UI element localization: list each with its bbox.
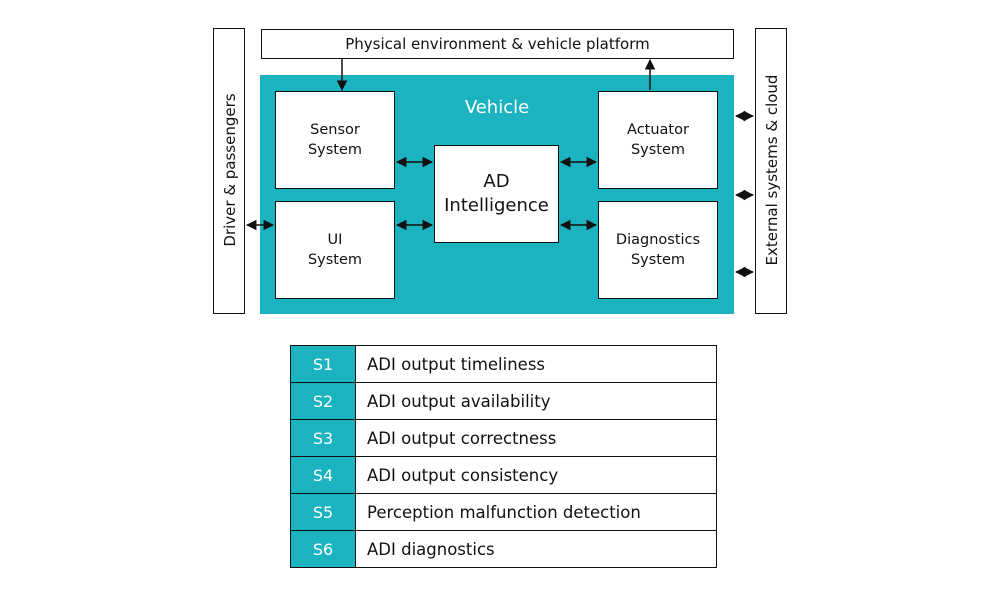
legend-table: S1 ADI output timeliness S2 ADI output a… — [290, 345, 717, 568]
legend-row: S2 ADI output availability — [290, 382, 717, 420]
legend-row: S6 ADI diagnostics — [290, 530, 717, 568]
legend-label: ADI output timeliness — [355, 345, 717, 383]
sensor-system-box: Sensor System — [275, 91, 395, 189]
sensor-label-1: Sensor — [310, 122, 360, 138]
platform-box: Physical environment & vehicle platform — [261, 29, 734, 59]
actuator-label-2: System — [630, 142, 686, 158]
legend-code: S6 — [290, 530, 356, 568]
legend-row: S1 ADI output timeliness — [290, 345, 717, 383]
platform-label: Physical environment & vehicle platform — [345, 34, 650, 53]
ad-label-2: Intelligence — [444, 195, 549, 216]
vehicle-label: Vehicle — [464, 97, 530, 118]
legend-label: ADI output consistency — [355, 456, 717, 494]
legend-code: S4 — [290, 456, 356, 494]
legend-row: S4 ADI output consistency — [290, 456, 717, 494]
diagnostics-system-box: Diagnostics System — [598, 201, 718, 299]
sensor-label-2: System — [307, 142, 363, 158]
legend-code: S2 — [290, 382, 356, 420]
diag-label-2: System — [630, 252, 686, 268]
legend-label: ADI output availability — [355, 382, 717, 420]
driver-passengers-box: Driver & passengers — [213, 28, 245, 314]
external-systems-box: External systems & cloud — [755, 28, 787, 314]
diag-label-1: Diagnostics — [615, 232, 701, 248]
ad-label-1: AD — [483, 171, 510, 192]
legend-label: ADI output correctness — [355, 419, 717, 457]
ui-label-1: UI — [327, 232, 343, 248]
legend-label: Perception malfunction detection — [355, 493, 717, 531]
actuator-label-1: Actuator — [627, 122, 689, 138]
legend-code: S5 — [290, 493, 356, 531]
legend-row: S3 ADI output correctness — [290, 419, 717, 457]
legend-code: S3 — [290, 419, 356, 457]
ui-system-box: UI System — [275, 201, 395, 299]
ui-label-2: System — [307, 252, 363, 268]
actuator-system-box: Actuator System — [598, 91, 718, 189]
ad-intelligence-box: AD Intelligence — [434, 145, 559, 243]
legend-label: ADI diagnostics — [355, 530, 717, 568]
legend-code: S1 — [290, 345, 356, 383]
legend-row: S5 Perception malfunction detection — [290, 493, 717, 531]
